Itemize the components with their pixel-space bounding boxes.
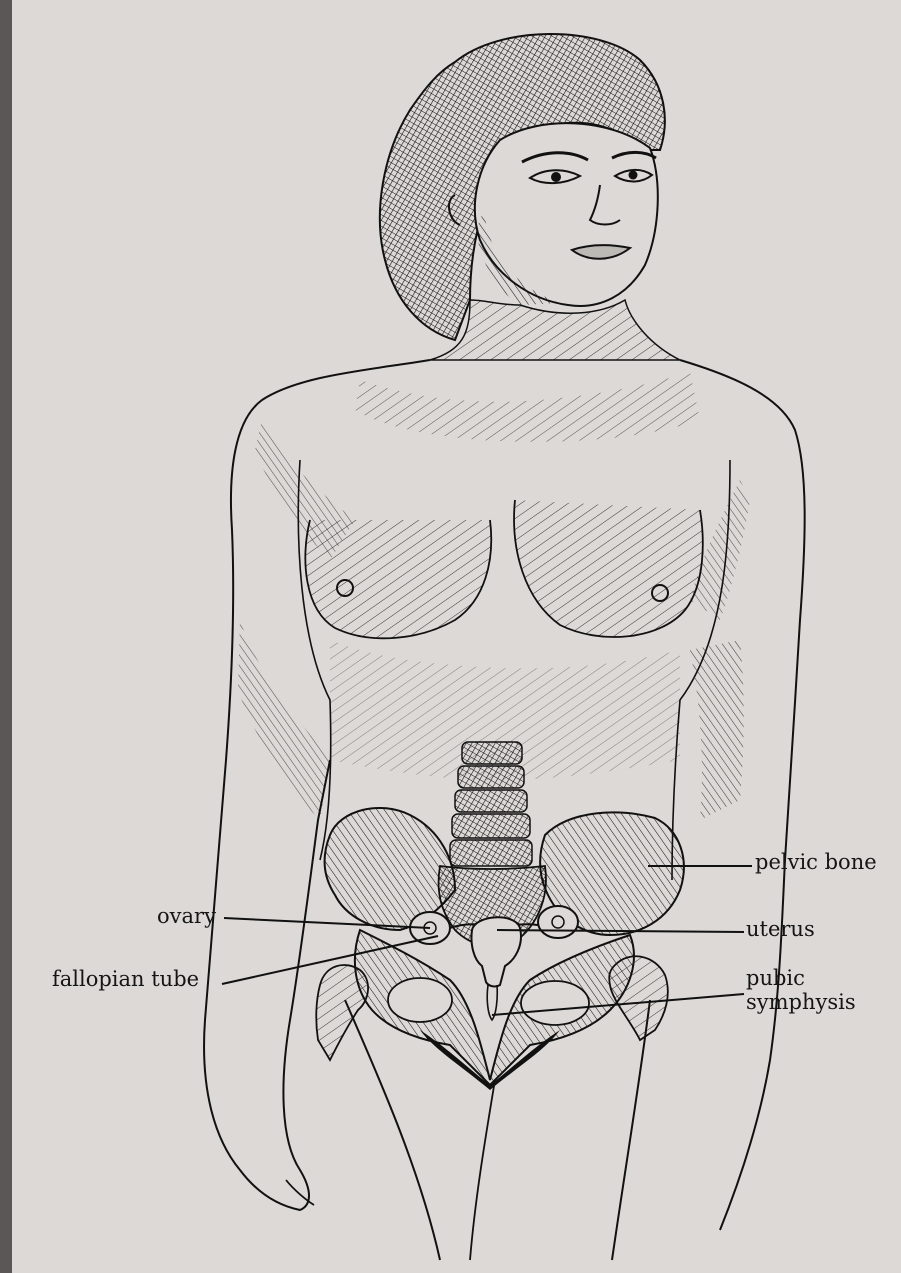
chest-shading xyxy=(355,372,700,442)
left-breast xyxy=(305,520,491,638)
left-obturator xyxy=(388,978,452,1022)
right-flank-shade xyxy=(690,640,744,820)
uterus-leader xyxy=(497,930,744,932)
label-pubic-symphysis: pubic symphysis xyxy=(746,966,856,1014)
label-pubic-line: pubic xyxy=(746,966,856,990)
label-fallopian-tube: fallopian tube xyxy=(52,968,199,990)
right-leg xyxy=(612,1000,650,1260)
label-symphysis-line: symphysis xyxy=(746,990,856,1014)
right-femur-head xyxy=(609,956,668,1040)
label-ovary: ovary xyxy=(157,905,216,927)
spine xyxy=(450,742,532,866)
right-breast xyxy=(514,500,703,637)
inner-thigh xyxy=(470,1080,495,1260)
left-flank-shade xyxy=(238,620,330,820)
left-femur-head xyxy=(316,965,368,1060)
label-pelvic-bone: pelvic bone xyxy=(755,851,877,873)
right-obturator xyxy=(521,981,589,1025)
uterus-body xyxy=(471,917,520,986)
right-iris xyxy=(629,171,638,180)
right-ovary xyxy=(538,906,578,938)
label-uterus: uterus xyxy=(746,918,815,940)
left-iris xyxy=(551,172,561,182)
